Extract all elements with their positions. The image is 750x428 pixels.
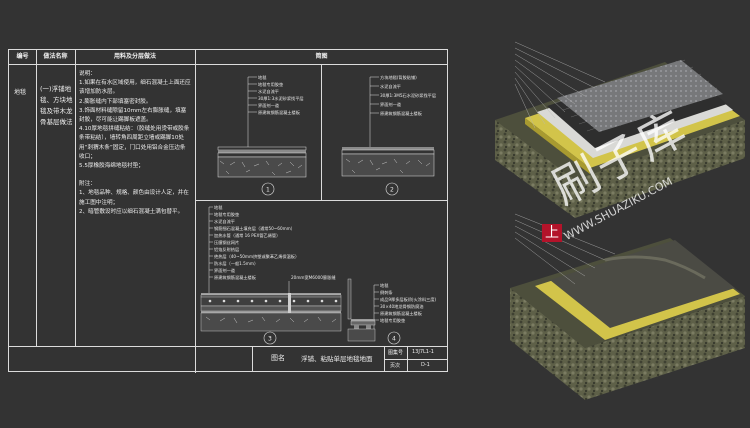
detail-1-label: 界面剂一道 — [258, 102, 280, 109]
detail-4-section — [347, 278, 376, 342]
note-line — [79, 171, 191, 180]
note-line: 1.如果在有水区域使用，细石混凝土上面还应该增加防水层。 — [79, 80, 191, 96]
header-name: 做法名称 — [43, 53, 68, 60]
carpet-fold — [604, 255, 706, 280]
detail-2-section — [341, 147, 435, 177]
callout-lines — [514, 41, 606, 129]
note-line: 5.5厚橡胶海绵地毯衬垫； — [79, 163, 144, 170]
detail-1-marker — [261, 182, 275, 196]
detail-3-label: 绝热层（40~50mm挤塑或聚苯乙烯保温板） — [214, 253, 299, 260]
detail-3-label: 水泥自流平 — [214, 218, 235, 225]
detail-4-number: 4 — [392, 336, 396, 343]
detail-1-label: 30厚1:3水泥砂浆找平层 — [258, 95, 304, 102]
axonometric-top — [495, 41, 745, 218]
page-label: 页次 — [390, 363, 401, 369]
detail-2-labels: 方块地毯(背胶贴铺) 水泥自流平 30厚1:3M5石水泥砂浆找平层 界面剂一道 … — [380, 74, 436, 117]
detail-2-diagram: 方块地毯(背胶贴铺) 水泥自流平 30厚1:3M5石水泥砂浆找平层 界面剂一道 … — [341, 74, 436, 196]
detail-4-diagram: 地毯 倒刺条 成品9厚多层板(防火涂料三度) 30×40地龙骨钢防腐油 原建筑钢… — [347, 278, 437, 345]
diagram-divider — [321, 64, 322, 200]
expansion-joint-label: 20mm宽M6000膨胀缝 — [291, 274, 336, 281]
detail-3-label: 地毯专用胶垫 — [214, 211, 240, 218]
detail-3-label: 铝箔反射热层 — [214, 246, 239, 253]
floor-code: 地毯 — [14, 89, 27, 96]
detail-1-label: 原建筑钢筋混凝土楼板 — [258, 109, 301, 116]
detail-2-label: 方块地毯(背胶贴铺) — [380, 74, 417, 81]
detail-3-label: 加热水管（通常 16 PEX管乙烯管） — [214, 232, 280, 239]
note-line: 3.饰面材料缝隙留10mm左右膨胀缝，填塞封胶，尽可能让踢脚板遮盖。 — [79, 107, 187, 124]
column-divider — [195, 50, 196, 373]
detail-3-label: 地毯 — [214, 204, 223, 210]
detail-4-label: 地毯 — [380, 282, 389, 288]
title-label: 图名 — [271, 354, 285, 362]
header-divider — [9, 64, 447, 65]
detail-2-label: 原建筑钢筋混凝土楼板 — [380, 110, 423, 117]
detail-2-marker — [385, 182, 399, 196]
leader-lines — [247, 76, 257, 147]
detail-4-label: 成品9厚多层板(防火涂料三度) — [380, 296, 437, 303]
column-divider — [36, 50, 37, 346]
detail-1-section — [217, 146, 307, 178]
detail-1-labels: 地毯 地毯专用胶垫 水泥自流平 30厚1:3水泥砂浆找平层 界面剂一道 原建筑钢… — [258, 74, 304, 116]
note-line: 1、地毯品种、规格、颜色由设计人定，并在施工图中注明； — [79, 190, 189, 206]
carpet-layer — [557, 60, 723, 132]
title-block-divider — [252, 346, 253, 372]
detail-3-label: 钢筋细石混凝土填充层（通常50~60mm） — [214, 225, 295, 232]
note-line: 说明： — [79, 71, 96, 77]
detail-3-label: 原建筑钢筋混凝土楼板 — [214, 274, 257, 281]
axonometric-bottom — [510, 213, 745, 400]
slab-side-right — [575, 120, 745, 218]
detail-3-marker — [263, 331, 277, 345]
detail-2-number: 2 — [390, 187, 394, 194]
carpet-layer — [550, 240, 735, 328]
drawing-title: 浮铺、粘贴单层地毯地面 — [301, 355, 373, 363]
header-materials: 用料及分层做法 — [113, 53, 156, 60]
header-code: 编号 — [16, 53, 29, 60]
detail-1-number: 1 — [266, 187, 270, 194]
detail-3-label: 界面剂一道 — [214, 267, 236, 274]
detail-1-label: 地毯 — [258, 74, 267, 80]
title-block-divider — [9, 346, 447, 347]
diagram-divider — [195, 200, 448, 201]
detail-4-label: 原建筑钢筋混凝土楼板 — [380, 310, 423, 317]
detail-3-number: 3 — [268, 336, 272, 343]
note-line: 附注： — [79, 181, 96, 188]
detail-1-label: 水泥自流平 — [258, 88, 279, 95]
page-number: D-1 — [421, 362, 430, 368]
slab-side-right — [585, 296, 745, 400]
drawing-sheet: 编号 做法名称 用料及分层做法 简图 地毯 (一)浮铺地毯、方块地毯及带木龙骨基… — [8, 49, 448, 373]
detail-2-label: 30厚1:3M5石水泥砂浆找平层 — [380, 92, 436, 99]
detail-1-label: 地毯专用胶垫 — [258, 81, 284, 88]
detail-2-label: 水泥自流平 — [380, 83, 401, 90]
title-block-divider — [384, 359, 448, 360]
note-line: 4.10厚地毯拼缝粘结：（胶缝处用烫带或胶条条带粘结），墙转角四周距立墙或踢脚1… — [79, 126, 190, 160]
detail-3-label: 压膜钢丝网片 — [214, 239, 239, 246]
notes-block: 说明： 1.如果在有水区域使用，细石混凝土上面还应该增加防水层。 2.膨胀缝内下… — [79, 70, 191, 217]
detail-3-labels: 地毯 地毯专用胶垫 水泥自流平 钢筋细石混凝土填充层（通常50~60mm） 加热… — [214, 204, 336, 281]
header-diagram: 简图 — [315, 53, 328, 60]
slab-side-left — [495, 120, 575, 218]
detail-3-diagram: 地毯 地毯专用胶垫 水泥自流平 钢筋细石混凝土填充层（通常50~60mm） 加热… — [200, 204, 342, 345]
note-line: 2.膨胀缝内下部填塞密封胶。 — [79, 98, 152, 105]
detail-4-label: 倒刺条 — [380, 289, 393, 296]
detail-3-label: 防水层（一般1.5mm） — [214, 260, 258, 267]
detail-1-diagram: 地毯 地毯专用胶垫 水泥自流平 30厚1:3水泥砂浆找平层 界面剂一道 原建筑钢… — [217, 74, 307, 196]
detail-2-label: 界面剂一道 — [380, 101, 402, 108]
detail-4-label: 30×40地龙骨钢防腐油 — [380, 303, 423, 310]
slab-side-left — [510, 288, 585, 400]
column-divider — [75, 50, 76, 346]
leader-lines — [208, 206, 290, 293]
atlas-label: 图集号 — [388, 350, 404, 356]
leader-lines — [369, 76, 379, 147]
method-name: (一)浮铺地毯、方块地毯及带木龙骨基层做法 — [40, 85, 73, 126]
note-line: 2、暗管敷设时应以细石混凝土满包替平。 — [79, 208, 184, 215]
detail-4-labels: 地毯 倒刺条 成品9厚多层板(防火涂料三度) 30×40地龙骨钢防腐油 原建筑钢… — [380, 282, 437, 324]
detail-3-section — [200, 293, 342, 332]
atlas-number: 13J7L1-1 — [412, 349, 434, 355]
detail-4-marker — [387, 331, 401, 345]
detail-4-label: 地毯专用胶垫 — [380, 317, 406, 324]
watermark-logo: 上 — [542, 224, 562, 242]
